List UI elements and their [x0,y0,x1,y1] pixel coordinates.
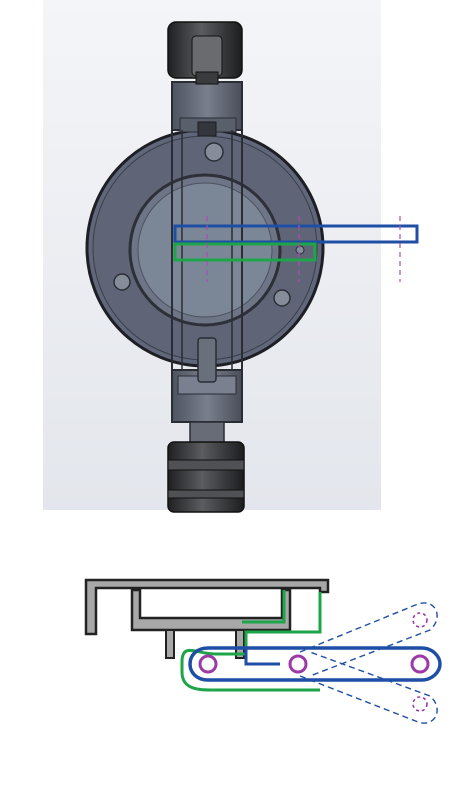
bottom-knob [167,421,245,513]
ghost-link-positions [299,602,438,724]
green-link-upper [242,590,286,624]
schematic-frame [84,578,330,659]
top-knob [167,21,243,85]
green-link-overlay [173,242,317,262]
pivot-right [410,654,430,674]
bolt-hole [204,142,224,162]
overlay-links [173,216,419,282]
flange-disc [85,128,325,368]
blue-link-step [244,648,280,666]
lens-window [137,182,273,318]
plunger [197,337,217,383]
green-link [180,592,322,692]
pivot-middle [288,654,308,674]
blue-link [188,646,442,682]
bolt-hole [113,273,131,291]
pivot-left [198,654,218,674]
bolt-hole [295,245,305,255]
bolt-hole [273,289,291,307]
blue-link-overlay [173,224,419,244]
